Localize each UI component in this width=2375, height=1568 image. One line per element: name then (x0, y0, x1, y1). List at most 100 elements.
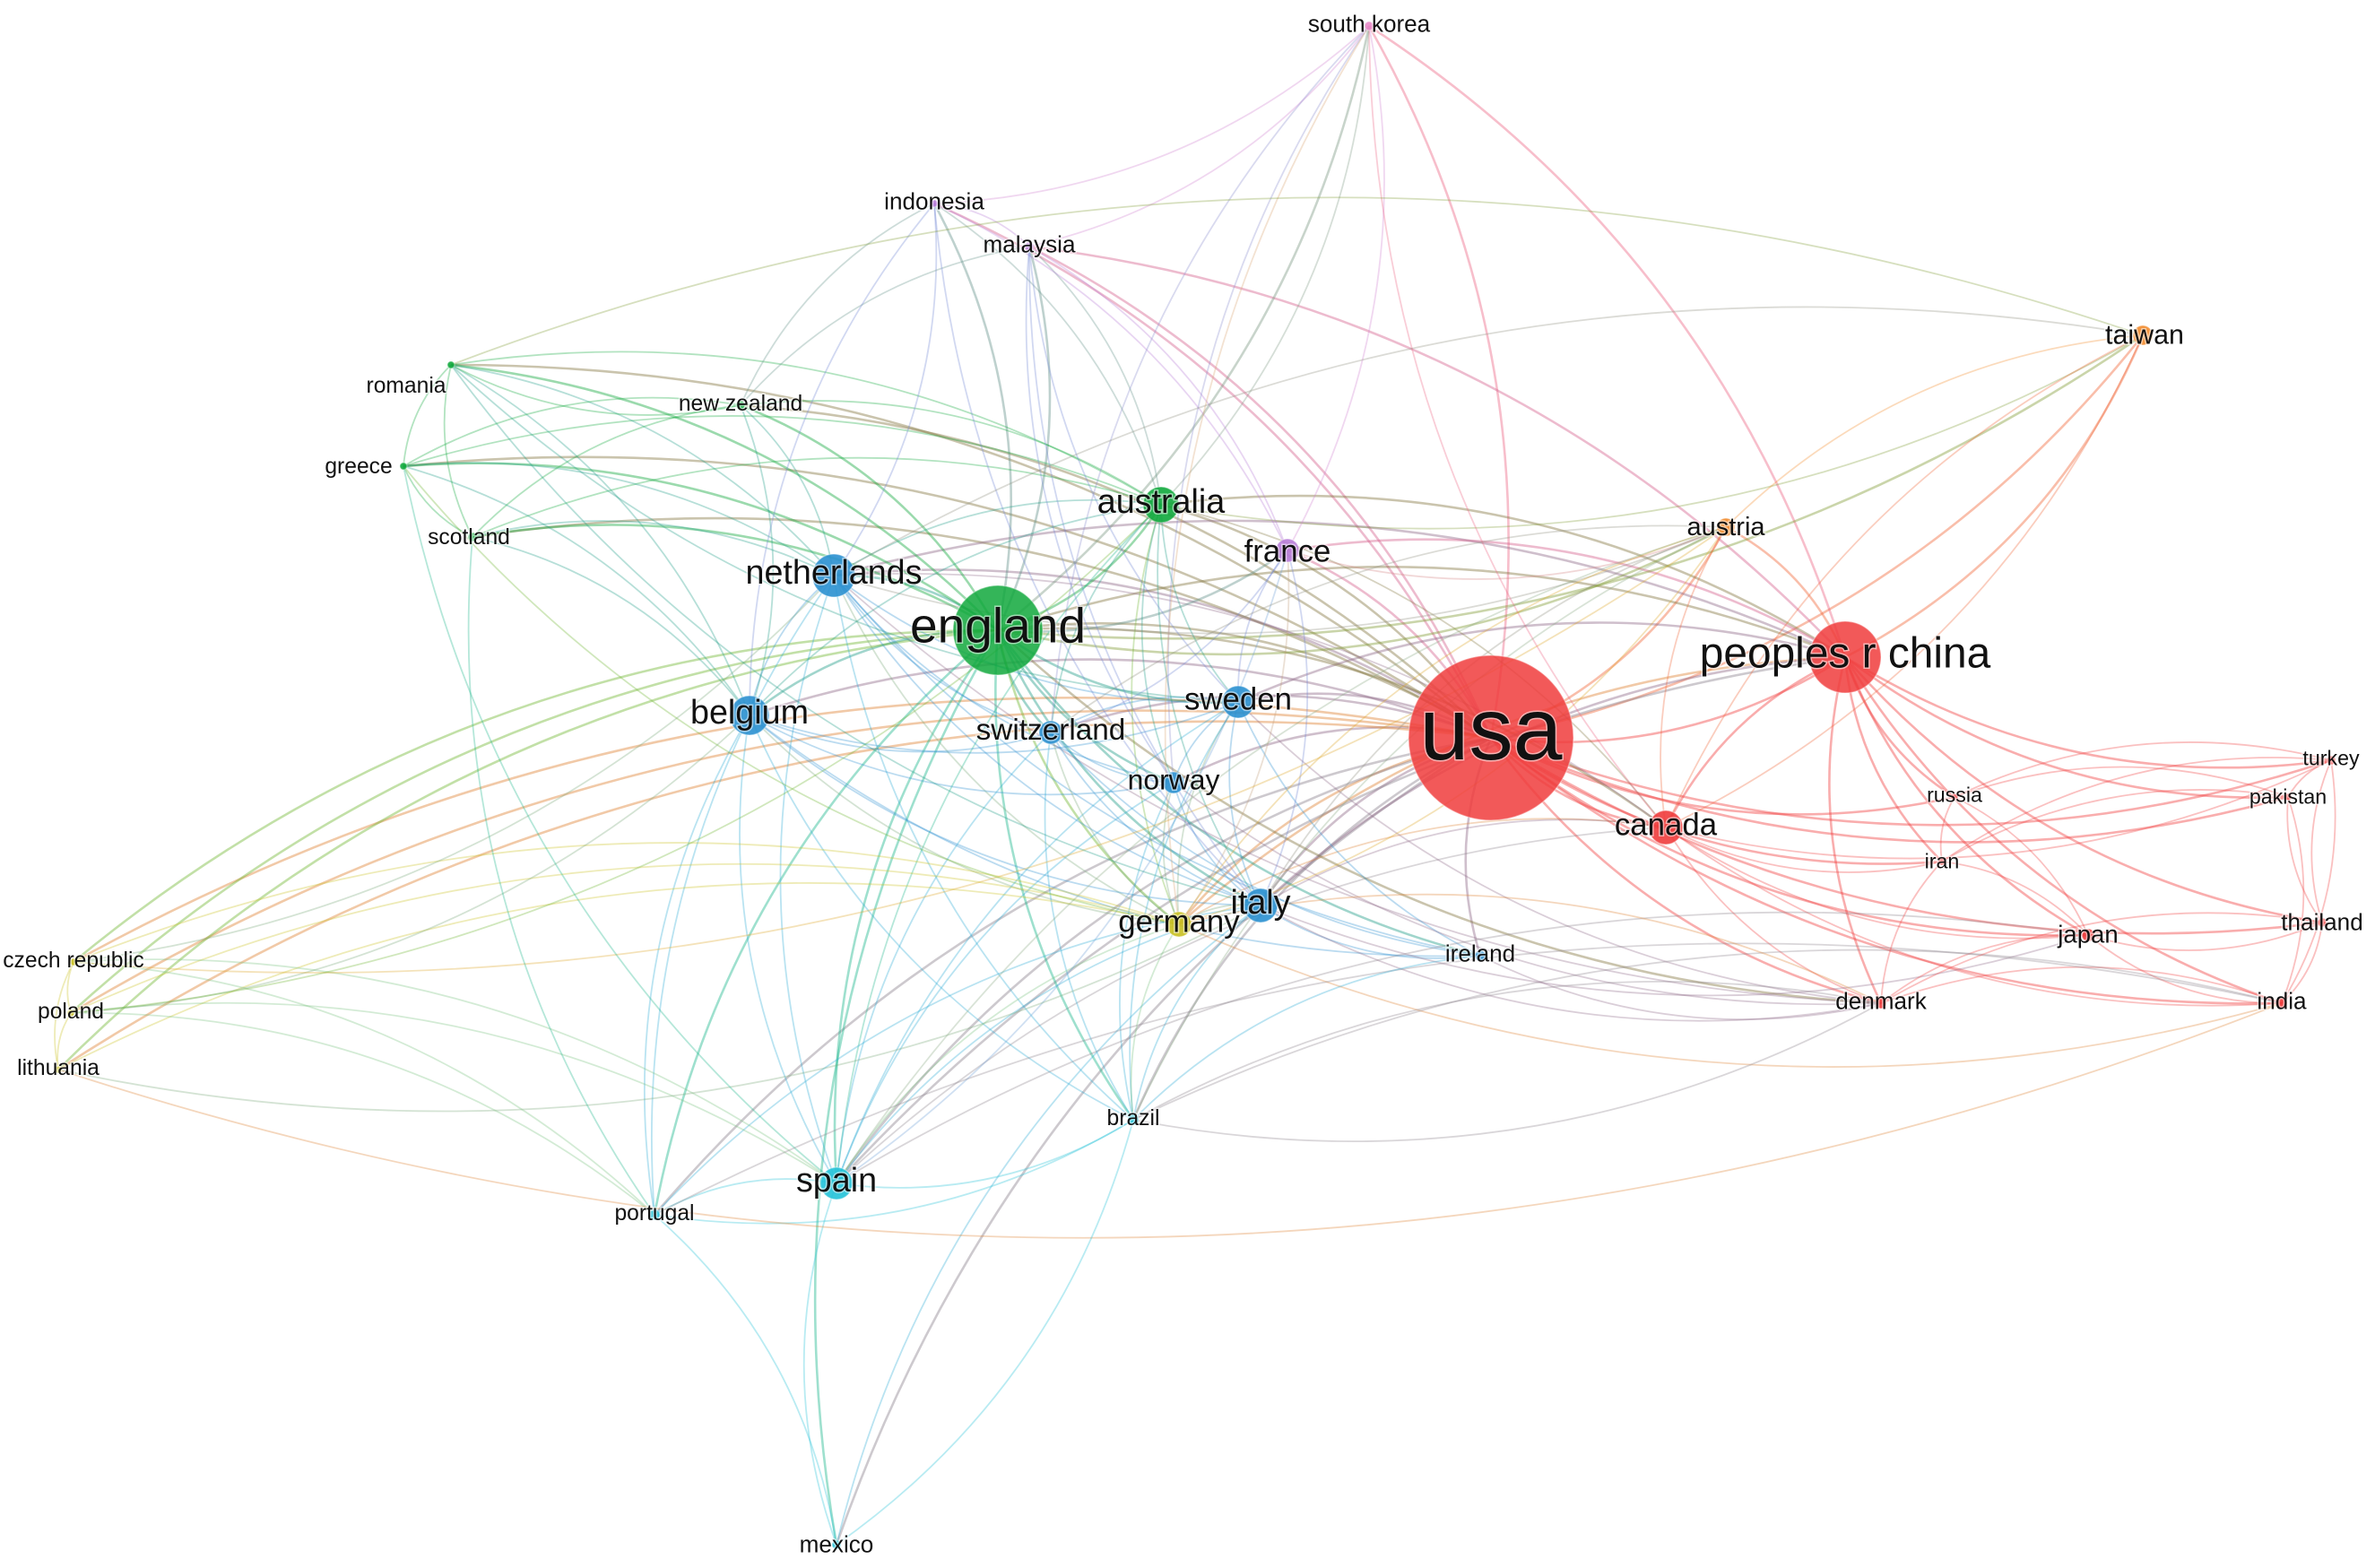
edge-peoples-r-china-netherlands (833, 519, 1846, 659)
node-new-zealand[interactable] (735, 400, 746, 411)
node-romania[interactable] (446, 360, 455, 369)
edges-layer (54, 24, 2336, 1546)
edge-scotland-portugal (467, 536, 655, 1216)
node-usa[interactable] (1408, 654, 1574, 821)
edge-ireland-brazil (1132, 955, 1481, 1121)
node-germany[interactable] (1166, 911, 1192, 938)
node-italy[interactable] (1243, 888, 1279, 923)
node-south-korea[interactable] (1364, 21, 1374, 31)
node-norway[interactable] (1162, 771, 1185, 794)
edge-austria-brazil (1132, 526, 1727, 1121)
edge-czech-republic-lithuania (54, 961, 74, 1070)
edge-spain-czech-republic (73, 958, 837, 1184)
edge-peoples-r-china-australia (1160, 494, 1846, 659)
edge-malaysia-south-korea (1028, 25, 1370, 247)
node-portugal[interactable] (648, 1208, 661, 1221)
edge-usa-thailand (1490, 736, 2323, 935)
edge-austria-spain (836, 526, 1727, 1184)
node-turkey[interactable] (2326, 755, 2336, 766)
edge-poland-belgium (70, 715, 750, 1014)
node-poland[interactable] (66, 1009, 75, 1018)
edge-norway-brazil (1119, 782, 1174, 1121)
edge-norway-denmark (1173, 782, 1882, 1006)
node-ireland[interactable] (1474, 949, 1487, 962)
node-greece[interactable] (399, 462, 408, 471)
edge-usa-netherlands (833, 568, 1492, 740)
node-scotland[interactable] (467, 532, 478, 542)
edge-usa-spain (835, 736, 1492, 1184)
edge-netherlands-sweden (833, 575, 1239, 704)
edge-england-new-zealand (740, 403, 1000, 631)
edge-netherlands-ireland (833, 575, 1481, 957)
edge-austria-germany (1178, 526, 1727, 925)
edge-germany-lithuania (57, 882, 1180, 1070)
edge-malaysia-indonesia (933, 203, 1030, 247)
edge-peoples-r-china-south-korea (1368, 24, 1847, 658)
edge-australia-norway (1140, 504, 1174, 784)
edge-malaysia-sweden (1028, 246, 1239, 703)
node-france[interactable] (1275, 538, 1300, 563)
edge-australia-italy (1157, 504, 1261, 906)
edge-spain-brazil (836, 1119, 1134, 1189)
edge-taiwan-austria (1725, 334, 2144, 528)
edge-turkey-thailand (2310, 759, 2332, 923)
edge-turkey-iran (1941, 757, 2332, 862)
edge-japan-spain (836, 911, 2089, 1184)
edge-india-portugal (654, 942, 2283, 1216)
edge-spain-france (836, 550, 1288, 1184)
node-czech-republic[interactable] (69, 957, 78, 966)
node-brazil[interactable] (1127, 1113, 1140, 1126)
node-england[interactable] (952, 585, 1044, 676)
node-australia[interactable] (1142, 486, 1180, 524)
node-thailand[interactable] (2317, 917, 2327, 928)
node-label-indonesia: indonesia (884, 187, 984, 214)
edge-south-korea-norway (1167, 25, 1370, 784)
edge-australia-switzerland (1050, 504, 1162, 733)
node-canada[interactable] (1648, 810, 1684, 845)
edge-sweden-brazil (1129, 701, 1239, 1121)
edge-indonesia-belgium (749, 203, 935, 716)
edge-italy-brazil (1132, 905, 1261, 1121)
node-iran[interactable] (1937, 857, 1946, 866)
node-japan[interactable] (2081, 928, 2095, 942)
edge-malaysia-new-zealand (740, 246, 1030, 406)
edge-canada-japan (1665, 827, 2089, 940)
node-india[interactable] (2275, 997, 2288, 1009)
node-peoples-r-china[interactable] (1808, 620, 1882, 694)
node-malaysia[interactable] (1024, 241, 1035, 252)
edge-australia-new-zealand (740, 400, 1162, 506)
edge-france-malaysia (1028, 246, 1288, 551)
node-label-netherlands: netherlands (746, 553, 923, 591)
edge-italy-japan (1260, 905, 2089, 997)
node-switzerland[interactable] (1038, 720, 1063, 745)
node-spain[interactable] (819, 1166, 854, 1200)
node-indonesia[interactable] (930, 199, 939, 208)
node-label-norway: norway (1128, 764, 1220, 796)
edge-netherlands-spain (779, 575, 837, 1184)
edge-australia-south-korea (1160, 25, 1370, 506)
edge-belgium-norway (749, 715, 1174, 796)
edge-peoples-r-china-thailand (1844, 656, 2323, 924)
node-belgium[interactable] (729, 695, 770, 736)
edge-canada-denmark (1665, 827, 1882, 1004)
node-label-iran: iran (1925, 850, 1960, 873)
node-denmark[interactable] (1875, 997, 1887, 1009)
node-label-india: india (2257, 987, 2307, 1014)
node-taiwan[interactable] (2132, 325, 2154, 346)
node-pakistan[interactable] (2284, 793, 2293, 801)
node-sweden[interactable] (1221, 685, 1255, 719)
node-russia[interactable] (1950, 793, 1959, 801)
node-label-italy: italy (1230, 883, 1290, 921)
node-lithuania[interactable] (54, 1065, 63, 1074)
edge-germany-czech-republic (73, 842, 1180, 963)
edge-peoples-r-china-turkey (1844, 655, 2332, 769)
edge-portugal-poland (70, 1012, 655, 1216)
edge-australia-netherlands (833, 498, 1162, 576)
node-austria[interactable] (1716, 517, 1736, 537)
node-mexico[interactable] (831, 1539, 842, 1550)
edge-thailand-denmark (1880, 912, 2323, 1004)
node-netherlands[interactable] (811, 553, 856, 598)
edge-iran-denmark (1880, 861, 1943, 1004)
